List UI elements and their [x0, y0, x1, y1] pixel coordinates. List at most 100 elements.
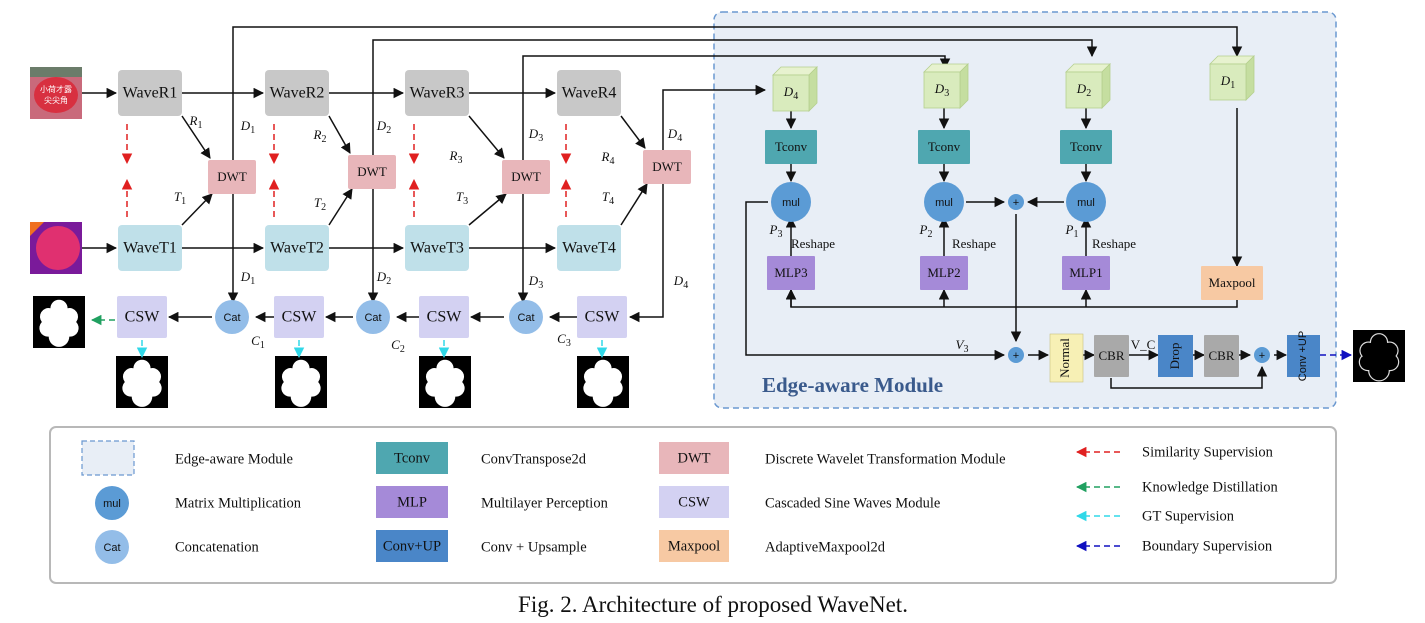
- cat-node-1-label: Cat: [223, 312, 240, 324]
- maxpool-block: Maxpool: [1201, 266, 1263, 300]
- tconv-block-3-label: Tconv: [1070, 139, 1103, 154]
- label-D-top-4: D4: [667, 126, 682, 144]
- label-R4: R4: [601, 149, 615, 167]
- arrow-T-dwt-1: [181, 193, 213, 226]
- maxpool-block-label: Maxpool: [1209, 275, 1256, 290]
- legend-convup-icon-label: Conv+UP: [383, 538, 441, 554]
- dwt-block-4: DWT: [643, 150, 691, 184]
- csw-block-2: CSW: [274, 296, 324, 338]
- waveR-block-4-label: WaveR4: [562, 85, 617, 102]
- plus-node-1-label: +: [1013, 197, 1019, 209]
- edge-aware-module-region: [713, 11, 1337, 409]
- mul-node-2-label: mul: [935, 197, 953, 209]
- legend-maxpool-icon: Maxpool: [659, 530, 729, 562]
- cat-node-3: Cat: [509, 300, 543, 334]
- input-thermal-image: [30, 222, 82, 274]
- gt-mask-1: [116, 356, 168, 408]
- dwt-block-4-label: DWT: [652, 159, 682, 174]
- tconv-block-3: Tconv: [1060, 130, 1112, 164]
- arrow-mul3-v3: [745, 201, 1006, 361]
- gt-mask-2: [275, 356, 327, 408]
- mul-node-3: mul: [1066, 182, 1106, 222]
- plus-node-2-label: +: [1013, 350, 1019, 362]
- legend-edge-icon: [81, 440, 135, 476]
- legend-mul-icon: mul: [95, 486, 129, 520]
- gt-mask-4: [577, 356, 629, 408]
- edge-aware-module-title: Edge-aware Module: [762, 373, 943, 397]
- arrow-skip-plus: [1110, 365, 1268, 389]
- feature-cube-D1: D1: [1209, 55, 1255, 101]
- waveR-block-1-label: WaveR1: [123, 85, 178, 102]
- plus-node-2: +: [1008, 347, 1024, 363]
- legend-dwt-icon: DWT: [659, 442, 729, 474]
- legend-csw-icon: CSW: [659, 486, 729, 518]
- waveR-block-3-label: WaveR3: [410, 85, 465, 102]
- waveT-block-1: WaveT1: [118, 225, 182, 271]
- cbr-block-1-label: CBR: [1098, 348, 1124, 363]
- mul-node-1: mul: [771, 182, 811, 222]
- normal-block: Normal: [1049, 333, 1084, 383]
- legend-cat-icon: Cat: [95, 530, 129, 564]
- label-D-bottom-3: D3: [528, 273, 543, 291]
- mlp-block-2-label: MLP2: [927, 265, 960, 280]
- dwt-block-1: DWT: [208, 160, 256, 194]
- label-D-top-3: D3: [528, 126, 543, 144]
- arrow-T-dwt-2: [328, 188, 353, 226]
- legend-text-col4-4: Boundary Supervision: [1142, 538, 1273, 554]
- legend-text-col4-3: GT Supervision: [1142, 508, 1235, 524]
- cbr-block-1: CBR: [1094, 335, 1129, 377]
- reshape-label-2: Reshape: [952, 236, 996, 251]
- mul-node-1-label: mul: [782, 197, 800, 209]
- waveR-block-3: WaveR3: [405, 70, 469, 116]
- mlp-block-2: MLP2: [920, 256, 968, 290]
- drop-label: Drop: [1167, 343, 1182, 370]
- arrow-R-dwt-1: [181, 115, 211, 159]
- waveR-block-2: WaveR2: [265, 70, 329, 116]
- plus-node-1: +: [1008, 194, 1024, 210]
- waveR-block-2-label: WaveR2: [270, 85, 325, 102]
- tconv-block-2-label: Tconv: [928, 139, 961, 154]
- feature-cube-D2-label: D2: [1076, 81, 1091, 99]
- legend-csw-icon-label: CSW: [678, 494, 710, 510]
- convup-block: Conv +UP: [1287, 331, 1320, 381]
- legend-mlp-icon: MLP: [376, 486, 448, 518]
- feature-cube-D2: D2: [1065, 63, 1111, 109]
- legend-tconv-icon-label: Tconv: [394, 450, 431, 466]
- label-T1: T1: [174, 189, 186, 207]
- legend-text-col2-1: ConvTranspose2d: [481, 451, 587, 467]
- cat-node-3-label: Cat: [517, 312, 534, 324]
- tconv-block-1-label: Tconv: [775, 139, 808, 154]
- plus-node-3: +: [1254, 347, 1270, 363]
- legend-text-col2-3: Conv + Upsample: [481, 539, 587, 555]
- waveR-block-1: WaveR1: [118, 70, 182, 116]
- csw-block-2-label: CSW: [282, 309, 318, 326]
- label-P1: P1: [1065, 222, 1079, 240]
- input-image-text: 小荷才露尖尖角: [40, 84, 72, 105]
- reshape-label-3: Reshape: [1092, 236, 1136, 251]
- label-T4: T4: [602, 189, 614, 207]
- label-P3: P3: [769, 222, 783, 240]
- label-V3: V3: [956, 337, 969, 355]
- label-R1: R1: [189, 113, 203, 131]
- plus-node-3-label: +: [1259, 350, 1265, 362]
- mul-node-3-label: mul: [1077, 197, 1095, 209]
- dwt-block-3: DWT: [502, 160, 550, 194]
- gt-mask-3: [419, 356, 471, 408]
- legend-text-col1-2: Matrix Multiplication: [175, 495, 302, 511]
- label-C1: C1: [251, 333, 265, 351]
- feature-cube-D1-label: D1: [1220, 73, 1235, 91]
- legend-convup-icon: Conv+UP: [376, 530, 448, 562]
- legend-dwt-icon-label: DWT: [677, 450, 710, 466]
- legend-text-col1-1: Edge-aware Module: [175, 451, 293, 467]
- legend-tconv-icon: Tconv: [376, 442, 448, 474]
- legend-mul-icon-label: mul: [103, 498, 121, 510]
- arrow-R-dwt-4: [620, 115, 646, 149]
- dwt-block-1-label: DWT: [217, 169, 247, 184]
- mlp-block-3: MLP1: [1062, 256, 1110, 290]
- waveR-block-4: WaveR4: [557, 70, 621, 116]
- label-R3: R3: [449, 148, 463, 166]
- label-D-top-2: D2: [376, 118, 391, 136]
- cat-node-2: Cat: [356, 300, 390, 334]
